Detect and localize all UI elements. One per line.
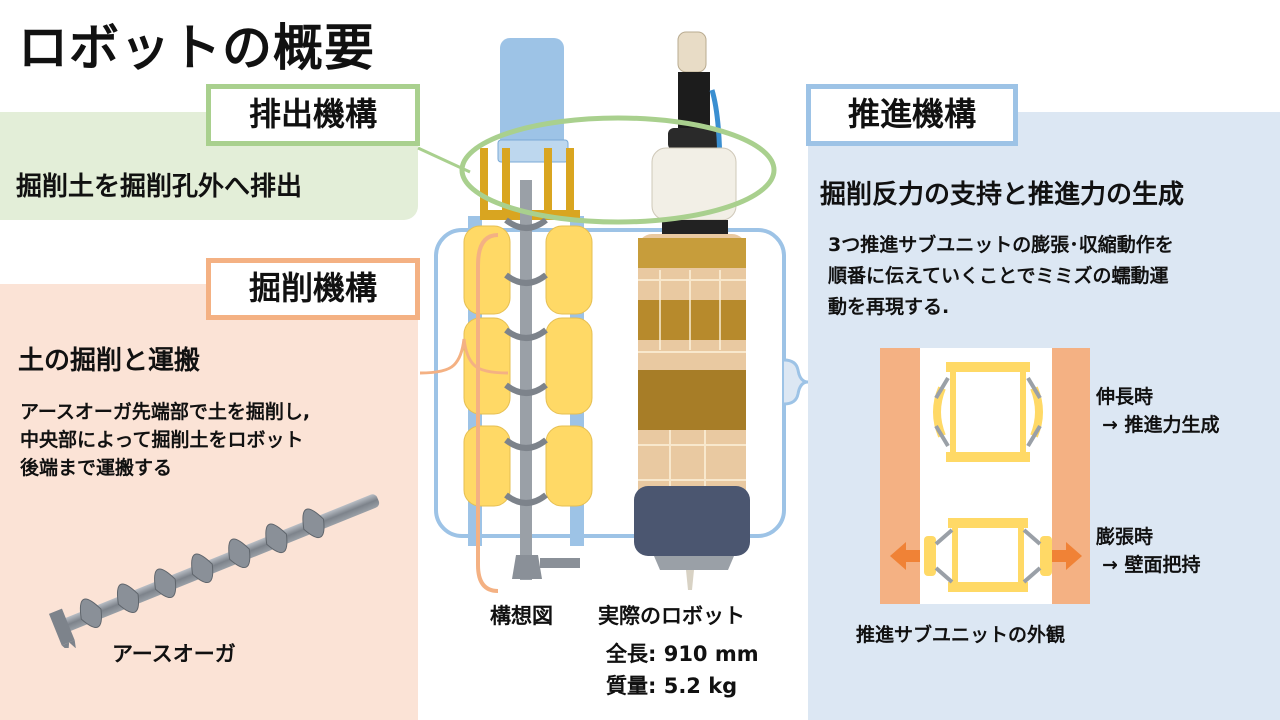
excavation-bracket	[476, 233, 499, 593]
auger-label: アースオーガ	[112, 642, 236, 666]
excavation-body-line: 後端まで運搬する	[20, 457, 173, 479]
robot-mass: 質量: 5.2 kg	[606, 674, 738, 698]
excavation-tag: 掘削機構	[206, 258, 420, 320]
concept-rear-tube	[500, 38, 564, 158]
expand-label: 膨張時	[1096, 526, 1154, 548]
earth-auger-image	[48, 494, 380, 648]
excavation-heading: 土の掘削と運搬	[18, 346, 201, 376]
discharge-tag: 排出機構	[206, 84, 420, 146]
expanded-subunit	[924, 518, 1052, 592]
expand-right-arrow	[1052, 542, 1082, 570]
propulsion-heading: 掘削反力の支持と推進力の生成	[820, 180, 1185, 210]
excavation-body-line: アースオーガ先端部で土を掘削し,	[20, 401, 311, 423]
concept-label: 構想図	[490, 604, 553, 628]
propulsion-tag: 推進機構	[806, 84, 1018, 146]
extend-label: 伸長時	[1096, 386, 1154, 408]
expand-left-arrow	[890, 542, 920, 570]
subunit-caption: 推進サブユニットの外観	[856, 624, 1066, 646]
excavation-body-line: 中央部によって掘削土をロボット	[20, 429, 304, 451]
excavation-body: アースオーガ先端部で土を掘削し, 中央部によって掘削土をロボット 後端まで運搬す…	[20, 398, 310, 482]
propulsion-brace	[783, 358, 809, 406]
propulsion-body-line: 動を再現する.	[828, 296, 950, 318]
robot-diagram	[420, 31, 809, 593]
extend-effect: → 推進力生成	[1102, 414, 1220, 436]
robot-length: 全長: 910 mm	[606, 642, 759, 666]
propulsion-body: 3つ推進サブユニットの膨張･収縮動作を 順番に伝えていくことでミミズの蠕動運 動…	[828, 230, 1174, 323]
subunit-diagram	[880, 348, 1090, 604]
propulsion-body-line: 順番に伝えていくことでミミズの蠕動運	[828, 265, 1169, 287]
discharge-highlight	[417, 115, 777, 225]
discharge-description: 掘削土を掘削孔外へ排出	[16, 172, 303, 202]
propulsion-body-line: 3つ推進サブユニットの膨張･収縮動作を	[828, 234, 1174, 256]
extended-subunit	[933, 362, 1043, 462]
excavation-panel	[0, 284, 418, 720]
page-title: ロボットの概要	[18, 19, 375, 77]
expand-effect: → 壁面把持	[1102, 554, 1201, 576]
actual-robot-label: 実際のロボット	[598, 604, 745, 628]
